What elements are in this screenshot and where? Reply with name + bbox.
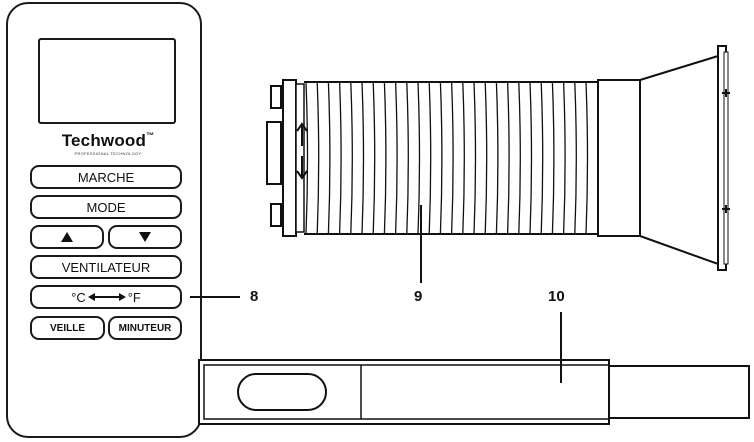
power-button-label: MARCHE (77, 169, 135, 185)
sleep-button-label: VEILLE (49, 322, 85, 334)
fahrenheit-label: °F (127, 289, 141, 305)
hose-rib (439, 81, 443, 235)
hose-rib (495, 81, 499, 235)
hose-rib (350, 81, 353, 235)
hose-rib (417, 81, 421, 235)
up-button[interactable] (30, 225, 104, 249)
hose-rib (406, 81, 409, 235)
brand-name: Techwood (61, 131, 147, 150)
callout-number-8: 8 (250, 288, 259, 305)
remote-display-screen (38, 38, 176, 124)
sleep-button[interactable]: VEILLE (30, 316, 105, 340)
double-arrow-icon (87, 293, 126, 301)
timer-button-label: MINUTEUR (118, 322, 172, 334)
callout-number-10: 10 (548, 288, 565, 305)
callout-number-9: 9 (414, 288, 423, 305)
fan-button-label: VENTILATEUR (61, 259, 151, 275)
hose-rib (518, 81, 521, 235)
hose-rib (327, 81, 331, 235)
hose-rib (338, 81, 342, 235)
celsius-label: °C (71, 289, 86, 305)
mode-button[interactable]: MODE (30, 195, 182, 219)
hose-rib (574, 81, 577, 235)
hose-rib (551, 81, 555, 235)
up-triangle-icon (61, 232, 73, 242)
power-button[interactable]: MARCHE (30, 165, 182, 189)
brand-trademark: ™ (146, 131, 155, 140)
hose-rib (361, 81, 365, 235)
hose-rib (383, 81, 387, 235)
hose-rib (462, 81, 465, 235)
temp-unit-label-row: °C °F (71, 290, 141, 305)
mode-button-label: MODE (86, 199, 126, 215)
hose-rib (506, 81, 510, 235)
down-triangle-icon (139, 232, 151, 242)
hose-rib (484, 81, 488, 235)
hose-arrow-icon (296, 122, 308, 180)
window-kit-hose-opening (237, 373, 327, 411)
hose-rib (529, 81, 533, 235)
hose-rib (473, 81, 477, 235)
hose-rib (450, 81, 454, 235)
hose-rib (540, 81, 544, 235)
hose-rib (562, 81, 566, 235)
hose-sleeve (597, 79, 641, 237)
hose-rib (394, 81, 398, 235)
fan-button[interactable]: VENTILATEUR (30, 255, 182, 279)
window-slider-kit (198, 359, 750, 425)
window-slider-extension (608, 365, 750, 419)
brand-tagline: PROFESSIONAL TECHNOLOGY (74, 151, 142, 156)
hose-rib (428, 81, 432, 235)
hose-end-connector (266, 79, 308, 237)
hose-rib (316, 81, 320, 235)
hose-rib (585, 81, 589, 235)
hose-rib (372, 81, 376, 235)
timer-button[interactable]: MINUTEUR (108, 316, 182, 340)
down-button[interactable] (108, 225, 182, 249)
remote-brand-logo: Techwood™ (20, 131, 196, 151)
temp-unit-button[interactable]: °C °F (30, 285, 182, 309)
hose-corrugated-body (305, 81, 589, 235)
hose-flared-outlet (639, 54, 719, 266)
exhaust-hose (266, 45, 730, 271)
hose-rib (305, 81, 309, 235)
